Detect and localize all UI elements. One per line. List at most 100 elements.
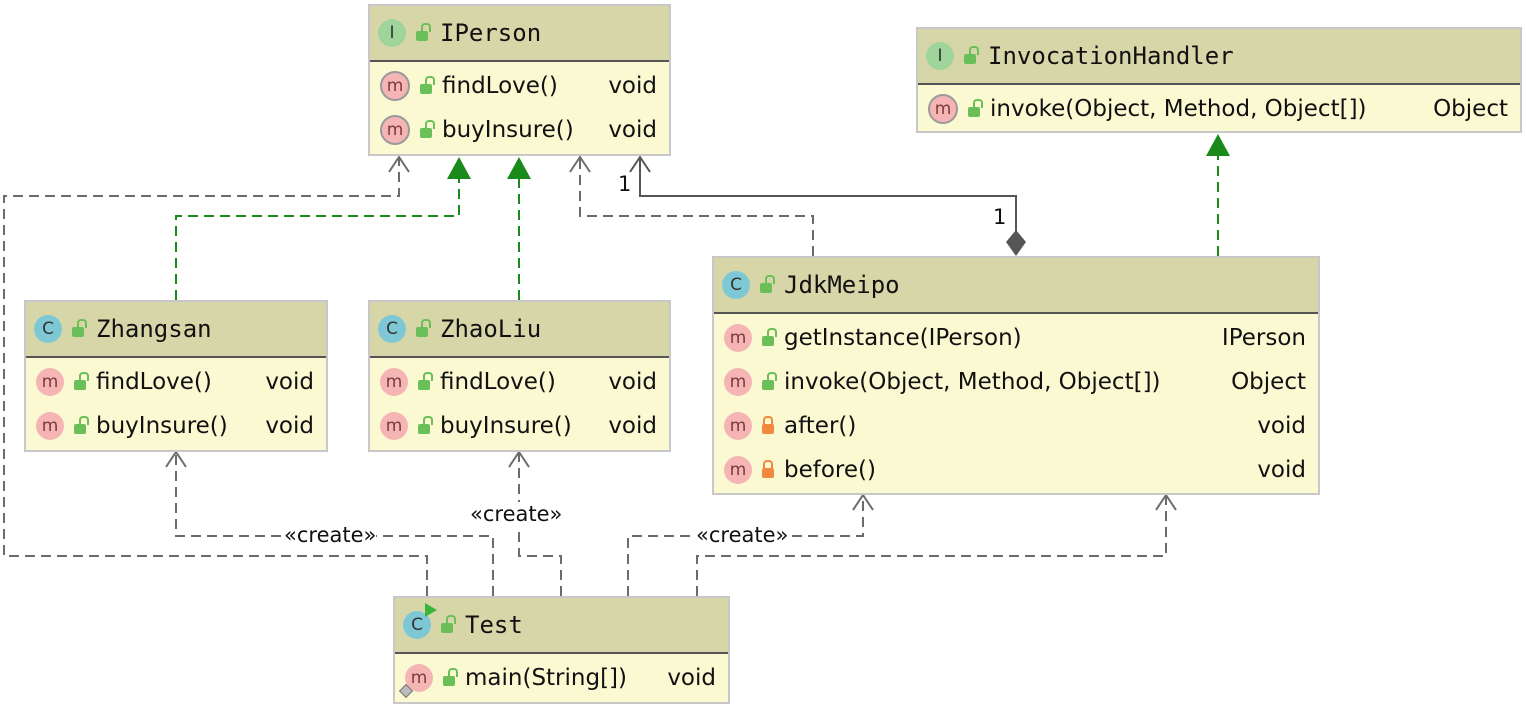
realization-arrowhead-jdkmeipo — [1206, 134, 1230, 156]
public-lock-icon — [760, 275, 775, 293]
multiplicity-jdkmeipo: 1 — [993, 205, 1007, 229]
jdkmeipo-class[interactable]: C JdkMeipo m getInstance(IPerson) IPerso… — [712, 256, 1320, 495]
member-row[interactable]: m invoke(Object, Method, Object[]) Objec… — [714, 360, 1318, 404]
member-row[interactable]: m findLove() void — [370, 360, 669, 404]
method-icon: m — [36, 368, 64, 396]
abstract-method-icon: m — [928, 94, 958, 124]
aggregation-jdkmeipo-iperson — [639, 157, 1017, 234]
zhaoliu-header: C ZhaoLiu — [370, 302, 669, 358]
dependency-arrowhead-jdkmeipo-iperson — [569, 155, 591, 173]
member-type: void — [1257, 413, 1306, 439]
create-arrowhead-zhangsan — [165, 450, 187, 468]
abstract-method-icon: m — [380, 115, 410, 145]
public-lock-icon — [420, 120, 435, 138]
static-marker-icon — [398, 683, 414, 699]
dependency-jdkmeipo-iperson — [579, 157, 814, 256]
member-name: buyInsure() — [442, 117, 574, 143]
public-lock-icon — [74, 372, 89, 390]
dependency-test-jdkmeipo — [696, 495, 1167, 596]
static-method-icon: m — [398, 664, 433, 699]
member-row[interactable]: m before() void — [714, 448, 1318, 492]
public-lock-icon — [416, 23, 431, 41]
test-title: Test — [465, 611, 523, 639]
create-arrowhead-zhaoliu — [508, 450, 530, 468]
iperson-header: I IPerson — [370, 6, 669, 62]
member-name: invoke(Object, Method, Object[]) — [784, 369, 1161, 395]
dependency-test-iperson — [3, 157, 428, 596]
aggregation-diamond — [1006, 230, 1026, 256]
iperson-interface[interactable]: I IPerson m findLove() void m buyInsure(… — [368, 4, 671, 156]
method-icon: m — [724, 368, 752, 396]
method-icon: m — [724, 412, 752, 440]
member-name: invoke(Object, Method, Object[]) — [990, 96, 1367, 122]
private-lock-icon — [762, 460, 774, 478]
member-row[interactable]: m after() void — [714, 404, 1318, 448]
public-lock-icon — [418, 416, 433, 434]
public-lock-icon — [420, 76, 435, 94]
member-type: void — [265, 413, 314, 439]
create-label-jdkmeipo: «create» — [696, 523, 789, 547]
member-row[interactable]: m buyInsure() void — [26, 404, 326, 448]
member-name: findLove() — [440, 369, 556, 395]
member-type: Object — [1231, 369, 1306, 395]
method-icon: m — [724, 456, 752, 484]
create-label-zhaoliu: «create» — [470, 502, 563, 526]
invocationhandler-title: InvocationHandler — [988, 42, 1234, 70]
public-lock-icon — [964, 46, 979, 64]
multiplicity-iperson: 1 — [618, 172, 632, 196]
member-row[interactable]: m getInstance(IPerson) IPerson — [714, 316, 1318, 360]
member-name: buyInsure() — [96, 413, 228, 439]
realization-arrowhead-zhangsan — [447, 157, 471, 179]
jdkmeipo-header: C JdkMeipo — [714, 258, 1318, 314]
member-row[interactable]: m main(String[]) void — [395, 656, 728, 700]
invocationhandler-header: I InvocationHandler — [918, 29, 1520, 85]
public-lock-icon — [418, 372, 433, 390]
public-lock-icon — [441, 615, 456, 633]
zhangsan-header: C Zhangsan — [26, 302, 326, 358]
create-arrowhead-jdkmeipo — [852, 493, 874, 511]
class-icon: C — [722, 271, 750, 299]
class-icon: C — [378, 315, 406, 343]
runnable-class-icon: C — [403, 603, 437, 639]
zhaoliu-class[interactable]: C ZhaoLiu m findLove() void m buyInsure(… — [368, 300, 671, 452]
member-name: getInstance(IPerson) — [784, 325, 1022, 351]
run-icon — [425, 603, 437, 617]
create-test-zhangsan — [175, 452, 494, 596]
zhangsan-title: Zhangsan — [96, 315, 212, 343]
zhaoliu-title: ZhaoLiu — [440, 315, 542, 343]
dependency-arrowhead-test-jdkmeipo — [1155, 493, 1177, 511]
method-icon: m — [36, 412, 64, 440]
member-name: before() — [784, 457, 876, 483]
member-type: Object — [1433, 96, 1508, 122]
abstract-method-icon: m — [380, 71, 410, 101]
member-name: findLove() — [442, 73, 558, 99]
method-icon: m — [724, 324, 752, 352]
member-row[interactable]: m buyInsure() void — [370, 404, 669, 448]
member-type: void — [265, 369, 314, 395]
create-label-zhangsan: «create» — [284, 523, 377, 547]
realization-zhangsan-iperson — [175, 178, 460, 300]
iperson-title: IPerson — [440, 19, 542, 47]
member-row[interactable]: m invoke(Object, Method, Object[]) Objec… — [918, 87, 1520, 131]
interface-icon: I — [378, 19, 406, 47]
member-name: after() — [784, 413, 857, 439]
dependency-arrowhead-test-iperson — [388, 155, 410, 173]
jdkmeipo-title: JdkMeipo — [784, 271, 900, 299]
zhangsan-class[interactable]: C Zhangsan m findLove() void m buyInsure… — [24, 300, 328, 452]
member-name: main(String[]) — [465, 665, 627, 691]
public-lock-icon — [762, 328, 777, 346]
test-class[interactable]: C Test m main(String[]) void — [393, 596, 730, 704]
private-lock-icon — [762, 416, 774, 434]
method-icon: m — [380, 412, 408, 440]
public-lock-icon — [74, 416, 89, 434]
member-row[interactable]: m findLove() void — [26, 360, 326, 404]
method-icon: m — [380, 368, 408, 396]
member-row[interactable]: m findLove() void — [370, 64, 669, 108]
member-type: void — [608, 413, 657, 439]
aggregation-arrowhead — [629, 155, 651, 173]
member-type: void — [1257, 457, 1306, 483]
invocationhandler-interface[interactable]: I InvocationHandler m invoke(Object, Met… — [916, 27, 1522, 133]
public-lock-icon — [968, 99, 983, 117]
member-row[interactable]: m buyInsure() void — [370, 108, 669, 152]
member-name: buyInsure() — [440, 413, 572, 439]
